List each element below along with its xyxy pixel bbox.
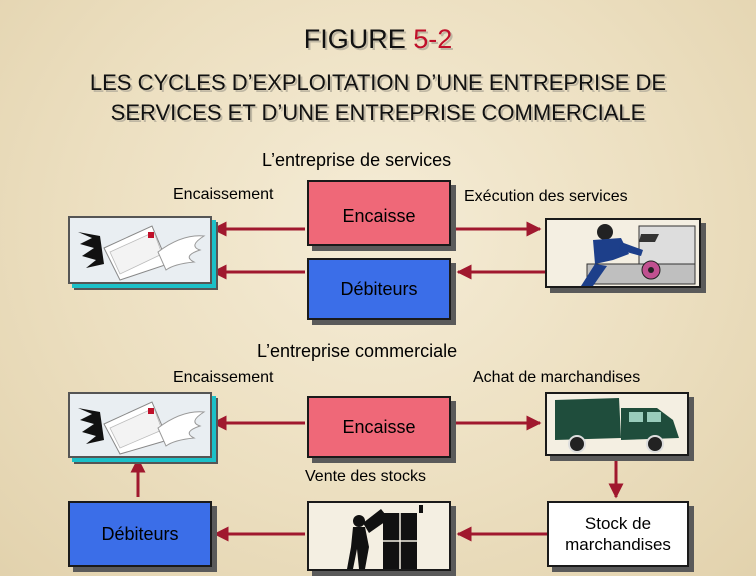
- commerce-achat-label: Achat de marchandises: [473, 369, 641, 386]
- flying-money-icon: [78, 401, 206, 455]
- commerce-shopkeeper-picture: [307, 501, 451, 571]
- figure-label: FIGURE: [303, 24, 406, 54]
- figure-title: FIGURE 5-2: [0, 24, 756, 55]
- services-debiteurs-label: Débiteurs: [340, 278, 418, 299]
- commerce-encaisse-box: Encaisse: [307, 396, 451, 458]
- commerce-stock-box: Stock de marchandises: [547, 501, 689, 567]
- commerce-debiteurs-label: Débiteurs: [101, 523, 179, 544]
- mechanic-icon: [581, 224, 696, 286]
- commerce-heading: L’entreprise commerciale: [257, 341, 458, 361]
- diagram-title: LES CYCLES D’EXPLOITATION D’UNE ENTREPRI…: [0, 68, 756, 128]
- diagram-title-line1: LES CYCLES D’EXPLOITATION D’UNE ENTREPRI…: [89, 70, 667, 95]
- services-heading: L’entreprise de services: [262, 150, 452, 170]
- shopkeeper-icon: [347, 505, 423, 569]
- services-mechanic-picture: [545, 218, 701, 288]
- services-encaisse-label: Encaisse: [342, 205, 416, 226]
- stock-label-line1: Stock de: [584, 514, 652, 533]
- services-money-picture: [68, 216, 212, 284]
- services-encaisse-box: Encaisse: [307, 180, 451, 246]
- commerce-encaisse-label: Encaisse: [342, 416, 416, 437]
- commerce-encaissement-label: Encaissement: [173, 369, 274, 386]
- commerce-debiteurs-box: Débiteurs: [68, 501, 212, 567]
- truck-icon: [555, 398, 679, 453]
- services-execution-label: Exécution des services: [464, 188, 628, 205]
- flying-money-icon: [78, 225, 206, 281]
- services-encaissement-label: Encaissement: [173, 186, 274, 203]
- stock-label-line2: marchandises: [565, 535, 671, 554]
- commerce-truck-picture: [545, 392, 689, 456]
- diagram-title-line2: SERVICES ET D’UNE ENTREPRISE COMMERCIALE: [110, 100, 646, 125]
- services-debiteurs-box: Débiteurs: [307, 258, 451, 320]
- commerce-vente-label: Vente des stocks: [305, 468, 426, 485]
- figure-number: 5-2: [413, 24, 453, 54]
- commerce-money-picture: [68, 392, 212, 458]
